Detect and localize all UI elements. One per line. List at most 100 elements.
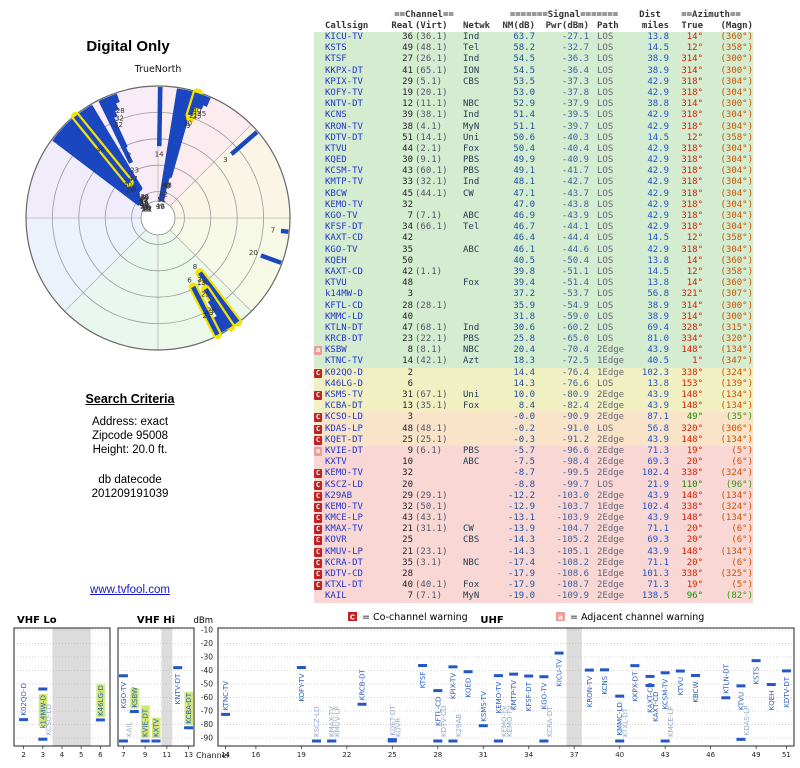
polar-signal-bar xyxy=(112,93,120,104)
callsign-link[interactable]: KAXT-CD xyxy=(325,266,363,277)
callsign-link[interactable]: KSTS xyxy=(325,43,347,54)
callsign-link[interactable]: K46LG-D xyxy=(325,378,363,389)
callsign-link[interactable]: KRON-TV xyxy=(325,121,363,132)
network xyxy=(459,256,497,267)
distance-miles: 40.5 xyxy=(647,356,669,367)
callsign-link[interactable]: K29AB xyxy=(325,490,353,501)
polar-ring xyxy=(25,85,291,351)
callsign-link[interactable]: KTXL-DT xyxy=(325,580,363,591)
callsign-link[interactable]: KTVU xyxy=(325,278,347,289)
noise-margin-db: 49.1 xyxy=(513,166,535,177)
spectrum-callsign-label: KICU-TV xyxy=(556,659,564,687)
callsign-link[interactable]: KSBW xyxy=(325,345,347,356)
callsign-link[interactable]: KOFY-TV xyxy=(325,87,363,98)
callsign-link[interactable]: KDAS-LP xyxy=(325,423,363,434)
channel-virtual: (23.1) xyxy=(415,546,448,557)
callsign-link[interactable]: KMUV-LP xyxy=(325,546,363,557)
power-dbm: -103.7 xyxy=(556,501,589,512)
callsign-text: KAIL xyxy=(125,722,133,737)
noise-margin-db: 47.0 xyxy=(513,199,535,210)
callsign-link[interactable]: KPIX-TV xyxy=(325,76,363,87)
spectrum-signal-bar xyxy=(184,726,194,730)
network xyxy=(459,435,497,446)
azimuth-magnetic: (360°) xyxy=(720,32,753,42)
polar-channel-label: 38 xyxy=(140,202,149,210)
callsign-link[interactable]: KSCZ-LD xyxy=(325,479,363,490)
warning-marker-cell xyxy=(314,278,325,289)
warning-marker-cell: a xyxy=(314,345,325,356)
callsign-link[interactable]: KTVU xyxy=(325,143,347,154)
callsign-link[interactable]: KGO-TV xyxy=(325,244,358,255)
callsign-link[interactable]: KDTV-DT xyxy=(325,132,363,143)
callsign-link[interactable]: KTSF xyxy=(325,54,347,65)
callsign-link[interactable]: KTLN-DT xyxy=(325,322,363,333)
noise-margin-db: -17.4 xyxy=(507,557,535,568)
channel-real: 44 xyxy=(402,143,413,154)
signal-path: 2Edge xyxy=(597,591,625,602)
channel-real: 7 xyxy=(407,591,413,602)
channel-tick-label: 11 xyxy=(162,751,171,759)
callsign-link[interactable]: KEMO-TV xyxy=(325,468,363,479)
warning-marker-cell: C xyxy=(314,547,325,558)
azimuth-magnetic: (324°) xyxy=(720,468,753,479)
noise-margin-db: 30.6 xyxy=(513,322,535,333)
callsign-link[interactable]: KCSM-TV xyxy=(325,166,363,177)
callsign-link[interactable]: KCSO-LD xyxy=(325,412,363,423)
callsign-link[interactable]: KEMO-TV xyxy=(325,199,363,210)
callsign-link[interactable]: KMMC-LD xyxy=(325,311,363,322)
tvfool-link[interactable]: www.tvfool.com xyxy=(90,584,170,596)
azimuth-true: 318° xyxy=(681,87,703,98)
polar-channel-label: 44 xyxy=(140,201,149,209)
callsign-text: KTSF xyxy=(419,672,427,689)
polar-plot-title: Digital Only xyxy=(86,38,170,55)
callsign-link[interactable]: KCBA-DT xyxy=(325,401,363,412)
channel-virtual xyxy=(413,233,459,244)
channel-virtual: (29.1) xyxy=(415,490,448,501)
callsign-link[interactable]: KFSF-DT xyxy=(325,222,363,233)
callsign-link[interactable]: KSMS-TV xyxy=(325,390,363,400)
channel-virtual: (6.1) xyxy=(415,445,443,456)
callsign-link[interactable]: KMCE-LP xyxy=(325,513,363,524)
callsign-link[interactable]: KCNS xyxy=(325,110,347,121)
warning-marker-cell xyxy=(314,122,325,133)
callsign-link[interactable]: KICU-TV xyxy=(325,32,363,42)
azimuth-true: 318° xyxy=(681,244,703,255)
dbm-axis-label: dBm xyxy=(193,616,213,626)
polar-signal-bar xyxy=(187,92,200,116)
callsign-link[interactable]: K02QO-D xyxy=(325,367,363,378)
callsign-text: KDTV-CD xyxy=(440,706,448,737)
callsign-link[interactable]: KAIL xyxy=(325,591,347,602)
callsign-link[interactable]: KDTV-CD xyxy=(325,569,363,579)
power-dbm: -27.1 xyxy=(561,32,589,42)
azimuth-true: 19° xyxy=(686,445,703,456)
callsign-link[interactable]: KEMO-TV xyxy=(325,501,363,512)
callsign-link[interactable]: KOVR xyxy=(325,535,347,546)
callsign-text: KMUV-LP xyxy=(334,706,342,737)
callsign-link[interactable]: KFTL-CD xyxy=(325,300,363,311)
azimuth-true: 148° xyxy=(681,401,703,412)
callsign-link[interactable]: KGO-TV xyxy=(325,211,358,221)
callsign-link[interactable]: KBCW xyxy=(325,188,347,199)
callsign-link[interactable]: KQET-DT xyxy=(325,434,363,445)
noise-margin-db: 46.9 xyxy=(513,211,535,221)
callsign-link[interactable]: KVIE-DT xyxy=(325,445,363,456)
polar-sector xyxy=(26,218,158,312)
callsign-link[interactable]: KXTV xyxy=(325,457,347,468)
callsign-link[interactable]: KTNC-TV xyxy=(325,356,363,367)
callsign-link[interactable]: KMTP-TV xyxy=(325,177,363,188)
callsign-link[interactable]: KAXT-CD xyxy=(325,233,363,244)
callsign-link[interactable]: KQED xyxy=(325,155,347,166)
callsign-link[interactable]: KNTV-DT xyxy=(325,99,363,110)
channel-tick-label: 19 xyxy=(297,751,306,759)
callsign-link[interactable]: KQEH xyxy=(325,255,347,266)
callsign-link[interactable]: k14MW-D xyxy=(325,289,363,300)
spectrum-callsign-label: KTVU xyxy=(677,677,685,695)
signal-path: LOS xyxy=(597,43,614,54)
callsign-link[interactable]: KRCB-DT xyxy=(325,334,363,345)
callsign-text: KQET-DT xyxy=(389,705,397,736)
callsign-link[interactable]: KCRA-DT xyxy=(325,557,363,568)
callsign-link[interactable]: KKPX-DT xyxy=(325,65,363,76)
callsign-link[interactable]: KMAX-TV xyxy=(325,524,363,535)
